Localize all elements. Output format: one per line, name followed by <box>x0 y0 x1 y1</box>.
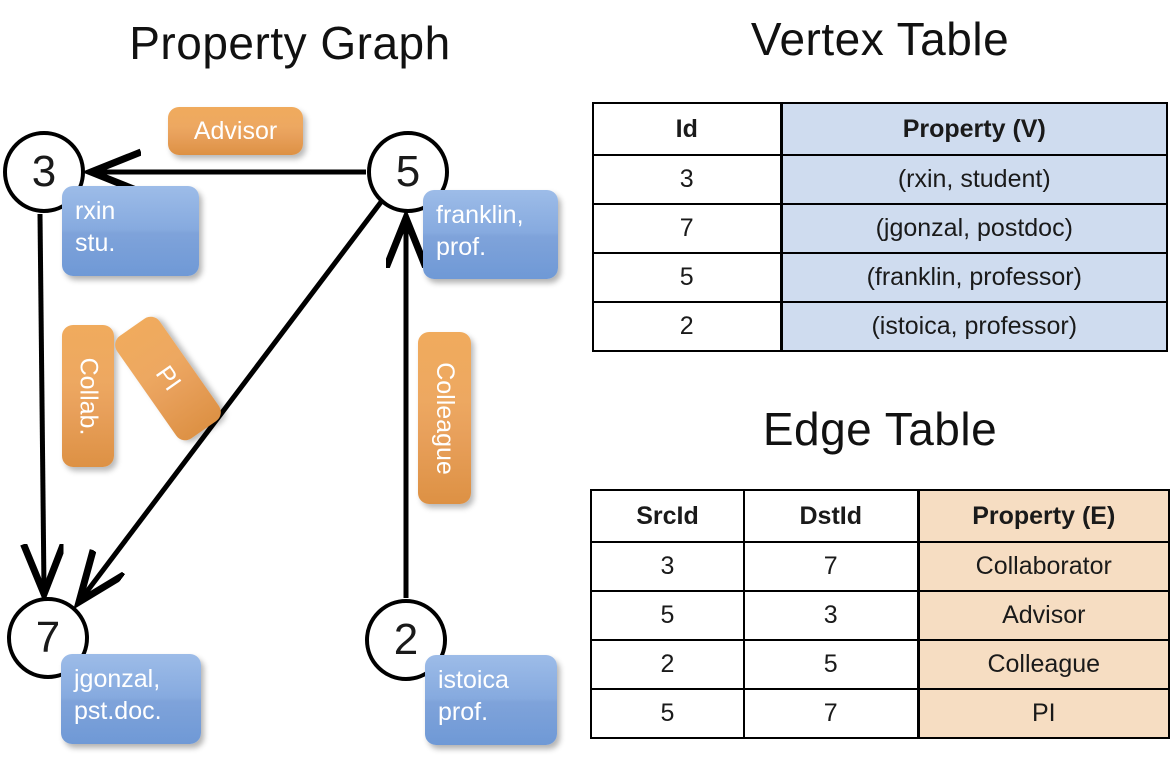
table-row[interactable]: 5 3 Advisor <box>590 590 1170 641</box>
cell-property: Collaborator <box>916 541 1170 592</box>
node-property-box-rxin[interactable]: rxin stu. <box>62 186 199 276</box>
cell-property: Colleague <box>916 639 1170 690</box>
node-property-line-2: pst.doc. <box>74 697 162 725</box>
edge-label-collab[interactable]: Collab. <box>62 325 114 467</box>
column-header-dstid: DstId <box>743 489 919 543</box>
cell-property: Advisor <box>916 590 1170 641</box>
cell-property: (rxin, student) <box>779 154 1168 205</box>
node-property-box-jgonzal[interactable]: jgonzal, pst.doc. <box>61 654 201 744</box>
edge-label-text: Advisor <box>193 116 278 145</box>
cell-id: 2 <box>592 301 782 352</box>
cell-dstid: 7 <box>743 541 919 592</box>
section-title-edge-table: Edge Table <box>762 403 998 455</box>
column-header-srcid: SrcId <box>590 489 745 543</box>
node-property-line-2: stu. <box>75 229 116 257</box>
table-row[interactable]: 2 (istoica, professor) <box>592 301 1168 352</box>
table-row[interactable]: 2 5 Colleague <box>590 639 1170 690</box>
edge-table: SrcId DstId Property (E) 3 7 Collaborato… <box>590 489 1170 739</box>
table-row[interactable]: 7 (jgonzal, postdoc) <box>592 203 1168 254</box>
cell-dstid: 5 <box>743 639 919 690</box>
table-header-row: Id Property (V) <box>592 102 1168 156</box>
cell-srcid: 3 <box>590 541 745 592</box>
node-property-line-2: prof. <box>436 233 487 261</box>
cell-id: 7 <box>592 203 782 254</box>
table-row[interactable]: 5 7 PI <box>590 688 1170 739</box>
edge-label-text: Collab. <box>74 357 103 435</box>
column-header-id: Id <box>592 102 782 156</box>
page-title-property-graph: Property Graph <box>129 17 451 69</box>
table-row[interactable]: 3 (rxin, student) <box>592 154 1168 205</box>
graph-edges-svg <box>0 0 585 760</box>
cell-dstid: 7 <box>743 688 919 739</box>
column-header-property-e: Property (E) <box>916 489 1170 543</box>
edge-label-text: Colleague <box>431 361 459 475</box>
node-property-line-1: rxin <box>75 197 116 225</box>
table-row[interactable]: 5 (franklin, professor) <box>592 252 1168 303</box>
cell-property: PI <box>916 688 1170 739</box>
cell-id: 3 <box>592 154 782 205</box>
node-property-box-franklin[interactable]: franklin, prof. <box>423 190 558 279</box>
cell-srcid: 2 <box>590 639 745 690</box>
cell-property: (franklin, professor) <box>779 252 1168 303</box>
node-property-line-1: franklin, <box>436 201 524 229</box>
graph-node-2[interactable]: 2 <box>365 599 447 681</box>
column-header-property-v: Property (V) <box>779 102 1168 156</box>
node-property-line-1: istoica <box>438 666 509 694</box>
table-row[interactable]: 3 7 Collaborator <box>590 541 1170 592</box>
edge-line-5-to-7 <box>82 200 383 598</box>
edge-label-text: PI <box>150 360 187 396</box>
node-property-box-istoica[interactable]: istoica prof. <box>425 655 557 745</box>
cell-dstid: 3 <box>743 590 919 641</box>
section-title-vertex-table: Vertex Table <box>750 13 1010 65</box>
edge-line-3-to-7 <box>40 213 44 589</box>
node-property-line-2: prof. <box>438 698 489 726</box>
cell-property: (istoica, professor) <box>779 301 1168 352</box>
vertex-table: Id Property (V) 3 (rxin, student) 7 (jgo… <box>592 102 1168 352</box>
edge-label-advisor[interactable]: Advisor <box>168 107 303 155</box>
cell-srcid: 5 <box>590 590 745 641</box>
edge-label-colleague[interactable]: Colleague <box>418 332 471 504</box>
node-property-line-1: jgonzal, <box>74 665 161 693</box>
property-graph-diagram: 3 5 7 2 rxin stu. franklin, prof. jgonza… <box>0 0 585 760</box>
cell-srcid: 5 <box>590 688 745 739</box>
cell-property: (jgonzal, postdoc) <box>779 203 1168 254</box>
cell-id: 5 <box>592 252 782 303</box>
table-header-row: SrcId DstId Property (E) <box>590 489 1170 543</box>
